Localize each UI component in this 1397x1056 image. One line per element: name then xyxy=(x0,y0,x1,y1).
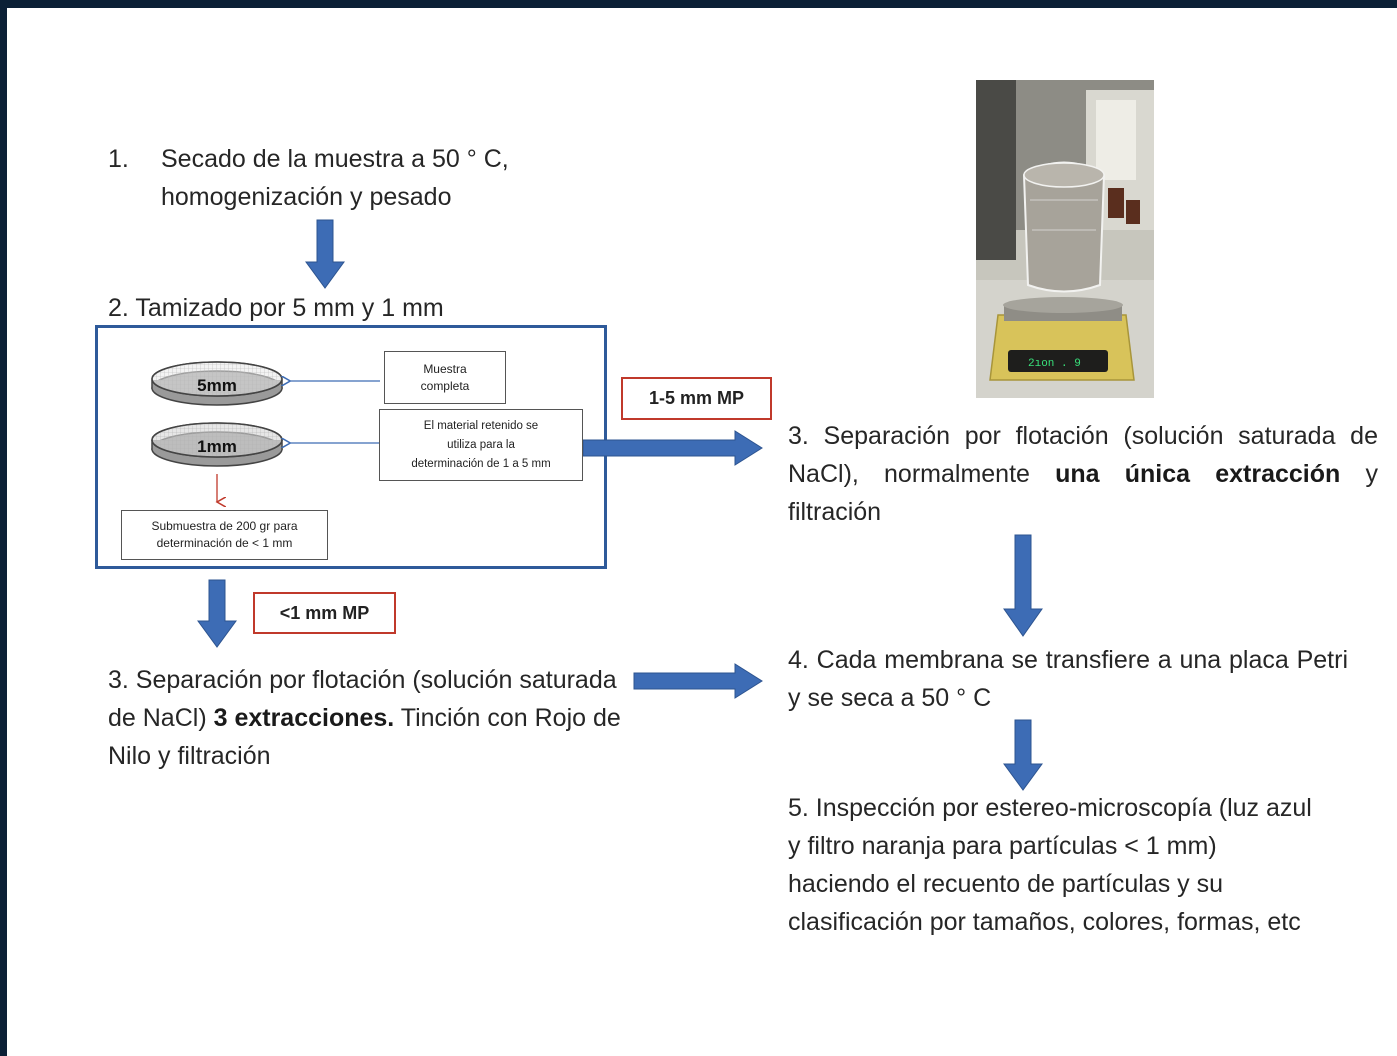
submuestra-line-2: determinación de < 1 mm xyxy=(156,536,293,550)
sieve-1mm-label: 1mm xyxy=(197,437,237,456)
step-3-left-bold: 3 extracciones. xyxy=(213,704,395,732)
step-2: 2. Tamizado por 5 mm y 1 mm xyxy=(108,294,444,322)
arrow-down-step3-to-4 xyxy=(1003,534,1043,637)
sieve-1mm-icon xyxy=(151,422,283,467)
photo-illustration: 2ıon . 9 xyxy=(976,80,1154,398)
submuestra-line-1: Submuestra de 200 gr para xyxy=(151,519,298,533)
sieve-5mm-label: 5mm xyxy=(197,376,237,395)
step-1-text: Secado de la muestra a 50 ° C, homogeniz… xyxy=(161,140,601,216)
step-3-right-text-b: y filtración xyxy=(788,460,1378,526)
step-5-line-3: haciendo el recuento de partículas y su xyxy=(788,870,1223,898)
beaker-on-scale-photo: 2ıon . 9 xyxy=(976,80,1154,398)
step-5-line-4: clasificación por tamaños, colores, form… xyxy=(788,908,1301,936)
muestra-completa-line-2: completa xyxy=(420,378,470,393)
step-1-line-2: homogenización y pesado xyxy=(161,183,452,211)
step-3-left-text-a: 3. Separación por flotación (solución sa… xyxy=(108,666,617,732)
step-1-number: 1. xyxy=(108,145,129,173)
mp-1-5mm-label: 1-5 mm MP xyxy=(621,377,772,420)
scale-display-text: 2ıon . 9 xyxy=(1028,358,1081,370)
material-retenido-line-2: utiliza para la xyxy=(447,438,515,451)
muestra-completa-line-1: Muestra xyxy=(423,361,467,376)
arrow-right-step3-to-4 xyxy=(633,663,763,699)
submuestra-box: Submuestra de 200 gr para determinación … xyxy=(121,510,328,560)
step-3-right-bold: una única extracción xyxy=(1055,460,1341,488)
arrow-right-1-5mm xyxy=(582,430,763,466)
step-3-left: 3. Separación por flotación (solución sa… xyxy=(108,661,638,775)
material-retenido-box: El material retenido se utiliza para la … xyxy=(379,409,583,481)
step-5: 5. Inspección por estereo-microscopía (l… xyxy=(788,789,1383,941)
material-retenido-line-3: determinación de 1 a 5 mm xyxy=(411,457,551,470)
step-4: 4. Cada membrana se transfiere a una pla… xyxy=(788,646,1348,712)
slide-left-border xyxy=(0,0,7,1056)
step-1-line-1: Secado de la muestra a 50 ° C, xyxy=(161,145,509,173)
slide-top-border xyxy=(0,0,1397,8)
sieve-5mm-icon xyxy=(151,361,283,406)
material-retenido-line-1: El material retenido se xyxy=(423,419,539,432)
arrow-down-step1 xyxy=(305,219,345,289)
arrow-down-lt1mm xyxy=(197,579,237,648)
step-3-right-text-a: 3. Separación por flotación (solución sa… xyxy=(788,422,1378,488)
mp-lt1mm-label: <1 mm MP xyxy=(253,592,396,634)
step-3-left-text-b: Tinción con Rojo de Nilo y filtración xyxy=(108,704,621,770)
step-3-right: 3. Separación por flotación (solución sa… xyxy=(788,417,1378,531)
arrow-down-step4-to-5 xyxy=(1003,719,1043,791)
muestra-completa-box: Muestra completa xyxy=(384,351,506,404)
step-5-line-2: y filtro naranja para partículas < 1 mm) xyxy=(788,832,1217,860)
step-5-line-1: 5. Inspección por estereo-microscopía (l… xyxy=(788,794,1312,822)
